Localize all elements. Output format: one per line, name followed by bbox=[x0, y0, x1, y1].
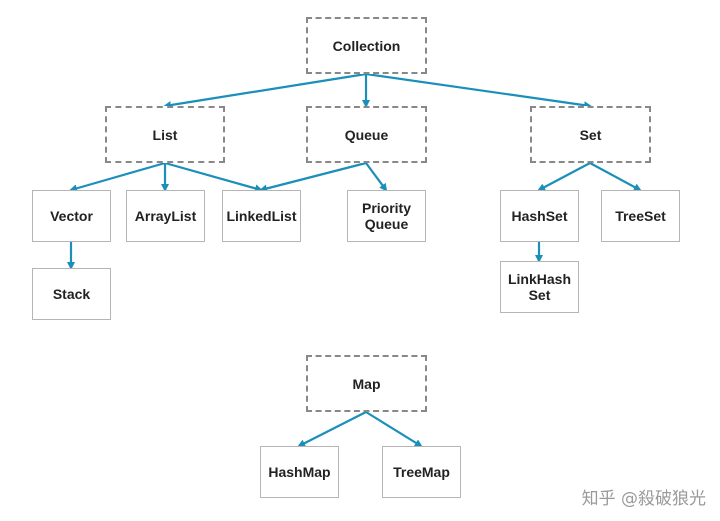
node-vector: Vector bbox=[32, 190, 111, 242]
edge-list-to-linkedlist bbox=[164, 161, 263, 193]
node-linkhashset: LinkHash Set bbox=[500, 261, 579, 313]
edge-collection-to-list bbox=[163, 72, 367, 110]
node-priority-queue: Priority Queue bbox=[347, 190, 426, 242]
edge-set-to-hashset bbox=[537, 162, 591, 191]
node-linkedlist: LinkedList bbox=[222, 190, 301, 242]
node-map: Map bbox=[306, 355, 427, 412]
edge-map-to-treemap bbox=[365, 411, 423, 448]
node-queue: Queue bbox=[306, 106, 427, 163]
node-set: Set bbox=[530, 106, 651, 163]
watermark-text: 知乎 @殺破狼光 bbox=[581, 489, 706, 509]
node-collection: Collection bbox=[306, 17, 427, 74]
node-list: List bbox=[105, 106, 225, 163]
node-stack: Stack bbox=[32, 268, 111, 320]
edge-queue-to-priority-queue bbox=[365, 162, 388, 192]
node-treeset: TreeSet bbox=[601, 190, 680, 242]
edge-collection-to-set bbox=[365, 72, 592, 110]
edge-queue-to-linkedlist bbox=[259, 161, 367, 193]
node-hashmap: HashMap bbox=[260, 446, 339, 498]
node-treemap: TreeMap bbox=[382, 446, 461, 498]
edge-map-to-hashmap bbox=[297, 411, 367, 447]
node-hashset: HashSet bbox=[500, 190, 579, 242]
edge-list-to-vector bbox=[69, 161, 166, 193]
node-arraylist: ArrayList bbox=[126, 190, 205, 242]
edge-set-to-treeset bbox=[589, 162, 642, 191]
